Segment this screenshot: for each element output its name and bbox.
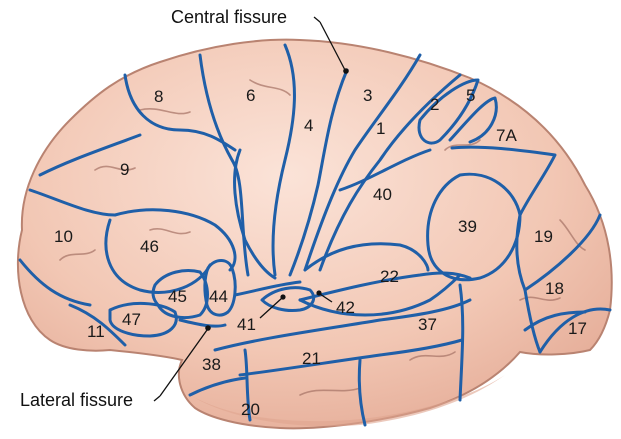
area-label-3: 3	[363, 86, 372, 105]
area-label-6: 6	[246, 86, 255, 105]
area-label-17: 17	[568, 319, 587, 338]
area-label-45: 45	[168, 287, 187, 306]
area-label-42: 42	[336, 298, 355, 317]
area-label-10: 10	[54, 227, 73, 246]
area-label-40: 40	[373, 185, 392, 204]
central-fissure-label: Central fissure	[171, 7, 287, 27]
area-label-11: 11	[87, 322, 105, 341]
area-label-18: 18	[545, 279, 564, 298]
area-label-4: 4	[304, 116, 313, 135]
area-label-20: 20	[241, 400, 260, 419]
lateral-fissure-label: Lateral fissure	[20, 390, 133, 410]
area-label-41: 41	[237, 315, 256, 334]
area-label-22: 22	[380, 267, 399, 286]
area-label-47: 47	[122, 310, 141, 329]
area-label-44: 44	[209, 287, 228, 306]
area-label-38: 38	[202, 355, 221, 374]
area-label-8: 8	[154, 87, 163, 106]
area-label-2: 2	[430, 95, 439, 114]
area-label-21: 21	[302, 349, 321, 368]
area-label-37: 37	[418, 315, 437, 334]
area-label-1: 1	[376, 119, 385, 138]
area-label-39: 39	[458, 217, 477, 236]
area-label-9: 9	[120, 160, 129, 179]
area-label-5: 5	[466, 86, 475, 105]
area-label-19: 19	[534, 227, 553, 246]
area-label-46: 46	[140, 237, 159, 256]
area-label-7a: 7A	[496, 126, 517, 145]
